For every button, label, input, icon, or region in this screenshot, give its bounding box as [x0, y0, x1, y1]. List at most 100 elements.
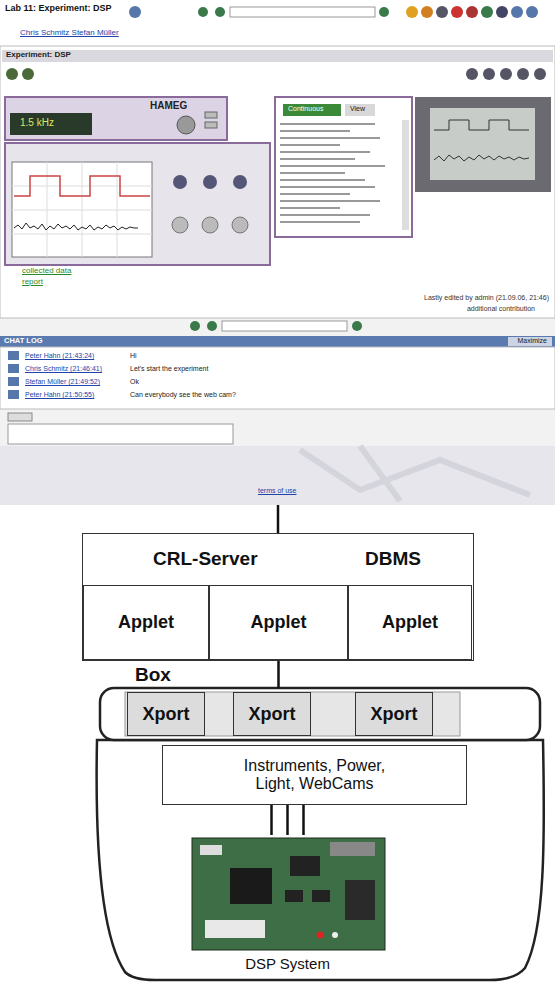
user-link: Chris Schmitz Stefan Müller [20, 29, 119, 38]
illustration-shape [283, 104, 341, 116]
illustration-shape [345, 880, 375, 920]
chat-author: Stefan Müller (21:49:52) [25, 378, 100, 386]
chat-message: Can everybody see the web cam? [130, 391, 236, 399]
illustration-shape [177, 116, 195, 134]
illustration-shape [12, 162, 152, 257]
illustration-shape [222, 321, 347, 331]
illustration-shape [205, 122, 217, 128]
node-text: Xport [249, 704, 296, 725]
illustration-shape [466, 6, 478, 18]
illustration-shape [517, 68, 529, 80]
illustration-shape [526, 6, 538, 18]
instrument-brand: HAMEG [150, 100, 187, 111]
illustration-shape [0, 347, 555, 409]
chat-author: Peter Hahn (21:50:55) [25, 391, 94, 399]
illustration-shape [172, 217, 188, 233]
illustration-shape [275, 97, 412, 237]
chat-message: Hi [130, 352, 137, 360]
illustration-shape [0, 446, 555, 505]
illustration-shape [173, 175, 187, 189]
illustration-shape [230, 868, 272, 904]
illustration-shape [207, 321, 217, 331]
illustration-shape [290, 856, 320, 876]
illustration-shape [317, 932, 324, 939]
illustration-shape [481, 6, 493, 18]
screenshot-panel: Lab 11: Experiment: DSP [0, 0, 555, 505]
illustration-shape [100, 688, 540, 740]
node-text: Xport [143, 704, 190, 725]
dsp-board-photo [192, 838, 385, 950]
illustration-shape [129, 6, 141, 18]
illustration-shape [8, 351, 19, 360]
chat-message: Ok [130, 378, 139, 386]
applet-box: Applet [209, 585, 348, 660]
illustration-shape [406, 6, 418, 18]
illustration-shape [200, 845, 222, 855]
illustration-shape [125, 692, 460, 736]
node-text: Applet [118, 612, 174, 633]
node-text: DBMS [365, 548, 421, 570]
illustration-shape [312, 890, 330, 902]
xport-box: Xport [127, 692, 205, 736]
illustration-shape [402, 120, 409, 230]
illustration-shape [232, 217, 248, 233]
panel-title: Experiment: DSP [6, 51, 71, 60]
illustration-shape [12, 162, 152, 257]
illustration-shape [5, 143, 270, 265]
illustration-shape [230, 7, 375, 17]
footer-link: terms of use [258, 487, 297, 495]
connector-line [302, 805, 305, 835]
illustration-shape [500, 68, 512, 80]
illustration-shape [300, 446, 530, 501]
node-text: DSP System [245, 955, 330, 972]
link-text: collected data [22, 267, 71, 276]
node-text: Instruments, Power, Light, WebCams [227, 757, 402, 794]
server-box: CRL-Server DBMS Applet Applet Applet [82, 533, 474, 661]
button-text: Maximize [517, 337, 547, 345]
illustration-shape [483, 68, 495, 80]
illustration-shape [2, 50, 553, 62]
node-text: Box [135, 664, 171, 686]
illustration-shape [8, 424, 233, 444]
link-text: report [22, 278, 43, 287]
illustration-shape [466, 68, 478, 80]
chat-author: Peter Hahn (21:43:24) [25, 352, 94, 360]
illustration-shape [205, 112, 217, 118]
illustration-shape [430, 108, 535, 180]
illustration-shape [5, 97, 227, 140]
node-text: Applet [382, 612, 438, 633]
dsp-system-board: DSP System [185, 835, 390, 978]
applet-box: Applet [83, 585, 209, 660]
illustration-shape [415, 97, 551, 192]
box-housing-outline [97, 688, 544, 980]
illustration-shape [534, 68, 546, 80]
illustration-shape [0, 46, 555, 318]
node-text: Xport [371, 704, 418, 725]
illustration-shape [511, 6, 523, 18]
illustration-shape [203, 175, 217, 189]
illustration-shape [496, 6, 508, 18]
edit-note: additional contribution [467, 305, 535, 313]
node-text: Lab 11: Experiment: DSP [5, 3, 112, 13]
connector-line [270, 805, 273, 835]
connector-line [286, 805, 289, 835]
illustration-shape [280, 124, 385, 222]
chat-author: Chris Schmitz (21:46:41) [25, 365, 102, 373]
illustration-shape [436, 6, 448, 18]
illustration-shape [434, 155, 529, 161]
illustration-shape [0, 336, 555, 347]
screenshot-illustration [0, 0, 555, 505]
illustration-shape [6, 68, 18, 80]
chat-heading: CHAT LOG [4, 337, 43, 345]
illustration-shape [192, 838, 385, 950]
illustration-shape [8, 413, 32, 421]
illustration-shape [379, 7, 389, 17]
illustration-shape [330, 842, 375, 856]
illustration-shape [508, 337, 552, 346]
illustration-shape [332, 932, 338, 938]
node-text: CRL-Server [153, 548, 258, 570]
edit-note: Lastly edited by admin (21.09.06, 21:46) [424, 294, 549, 302]
illustration-shape [421, 6, 433, 18]
connector-line [277, 660, 280, 688]
